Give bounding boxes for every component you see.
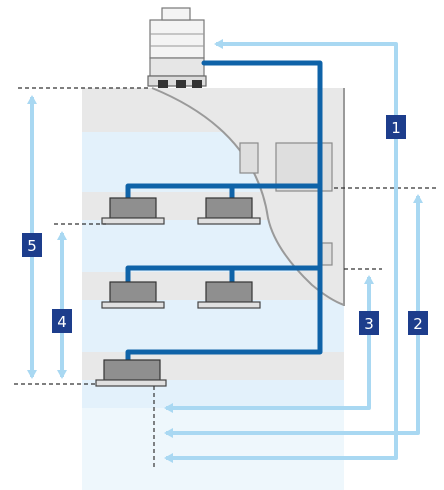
svg-text:1: 1 bbox=[391, 119, 401, 137]
ceiling-cassette-icon bbox=[197, 197, 261, 225]
marker-5: 5 bbox=[22, 233, 42, 257]
ceiling-cassette-icon bbox=[95, 359, 167, 387]
equipment-box-small bbox=[239, 142, 259, 174]
shaft-curve bbox=[151, 87, 345, 306]
building-lower-pale bbox=[82, 408, 344, 490]
svg-text:4: 4 bbox=[57, 313, 67, 331]
marker-1: 1 bbox=[386, 115, 406, 139]
equipment-box-large bbox=[275, 142, 333, 192]
svg-text:5: 5 bbox=[27, 237, 37, 255]
ceiling-cassette-icon bbox=[197, 281, 261, 309]
reference-lines bbox=[14, 87, 436, 470]
dimension-arrows bbox=[27, 39, 423, 463]
outdoor-unit-icon bbox=[147, 7, 207, 88]
refrigerant-piping bbox=[125, 60, 323, 371]
ceiling-cassette-icon bbox=[101, 197, 165, 225]
shaft-region bbox=[152, 88, 344, 305]
svg-text:2: 2 bbox=[413, 315, 423, 333]
marker-2: 2 bbox=[408, 311, 428, 335]
marker-4: 4 bbox=[52, 309, 72, 333]
ceiling-cassette-icon bbox=[101, 281, 165, 309]
equipment-box-side bbox=[321, 242, 333, 266]
svg-text:3: 3 bbox=[364, 315, 374, 333]
marker-3: 3 bbox=[359, 311, 379, 335]
